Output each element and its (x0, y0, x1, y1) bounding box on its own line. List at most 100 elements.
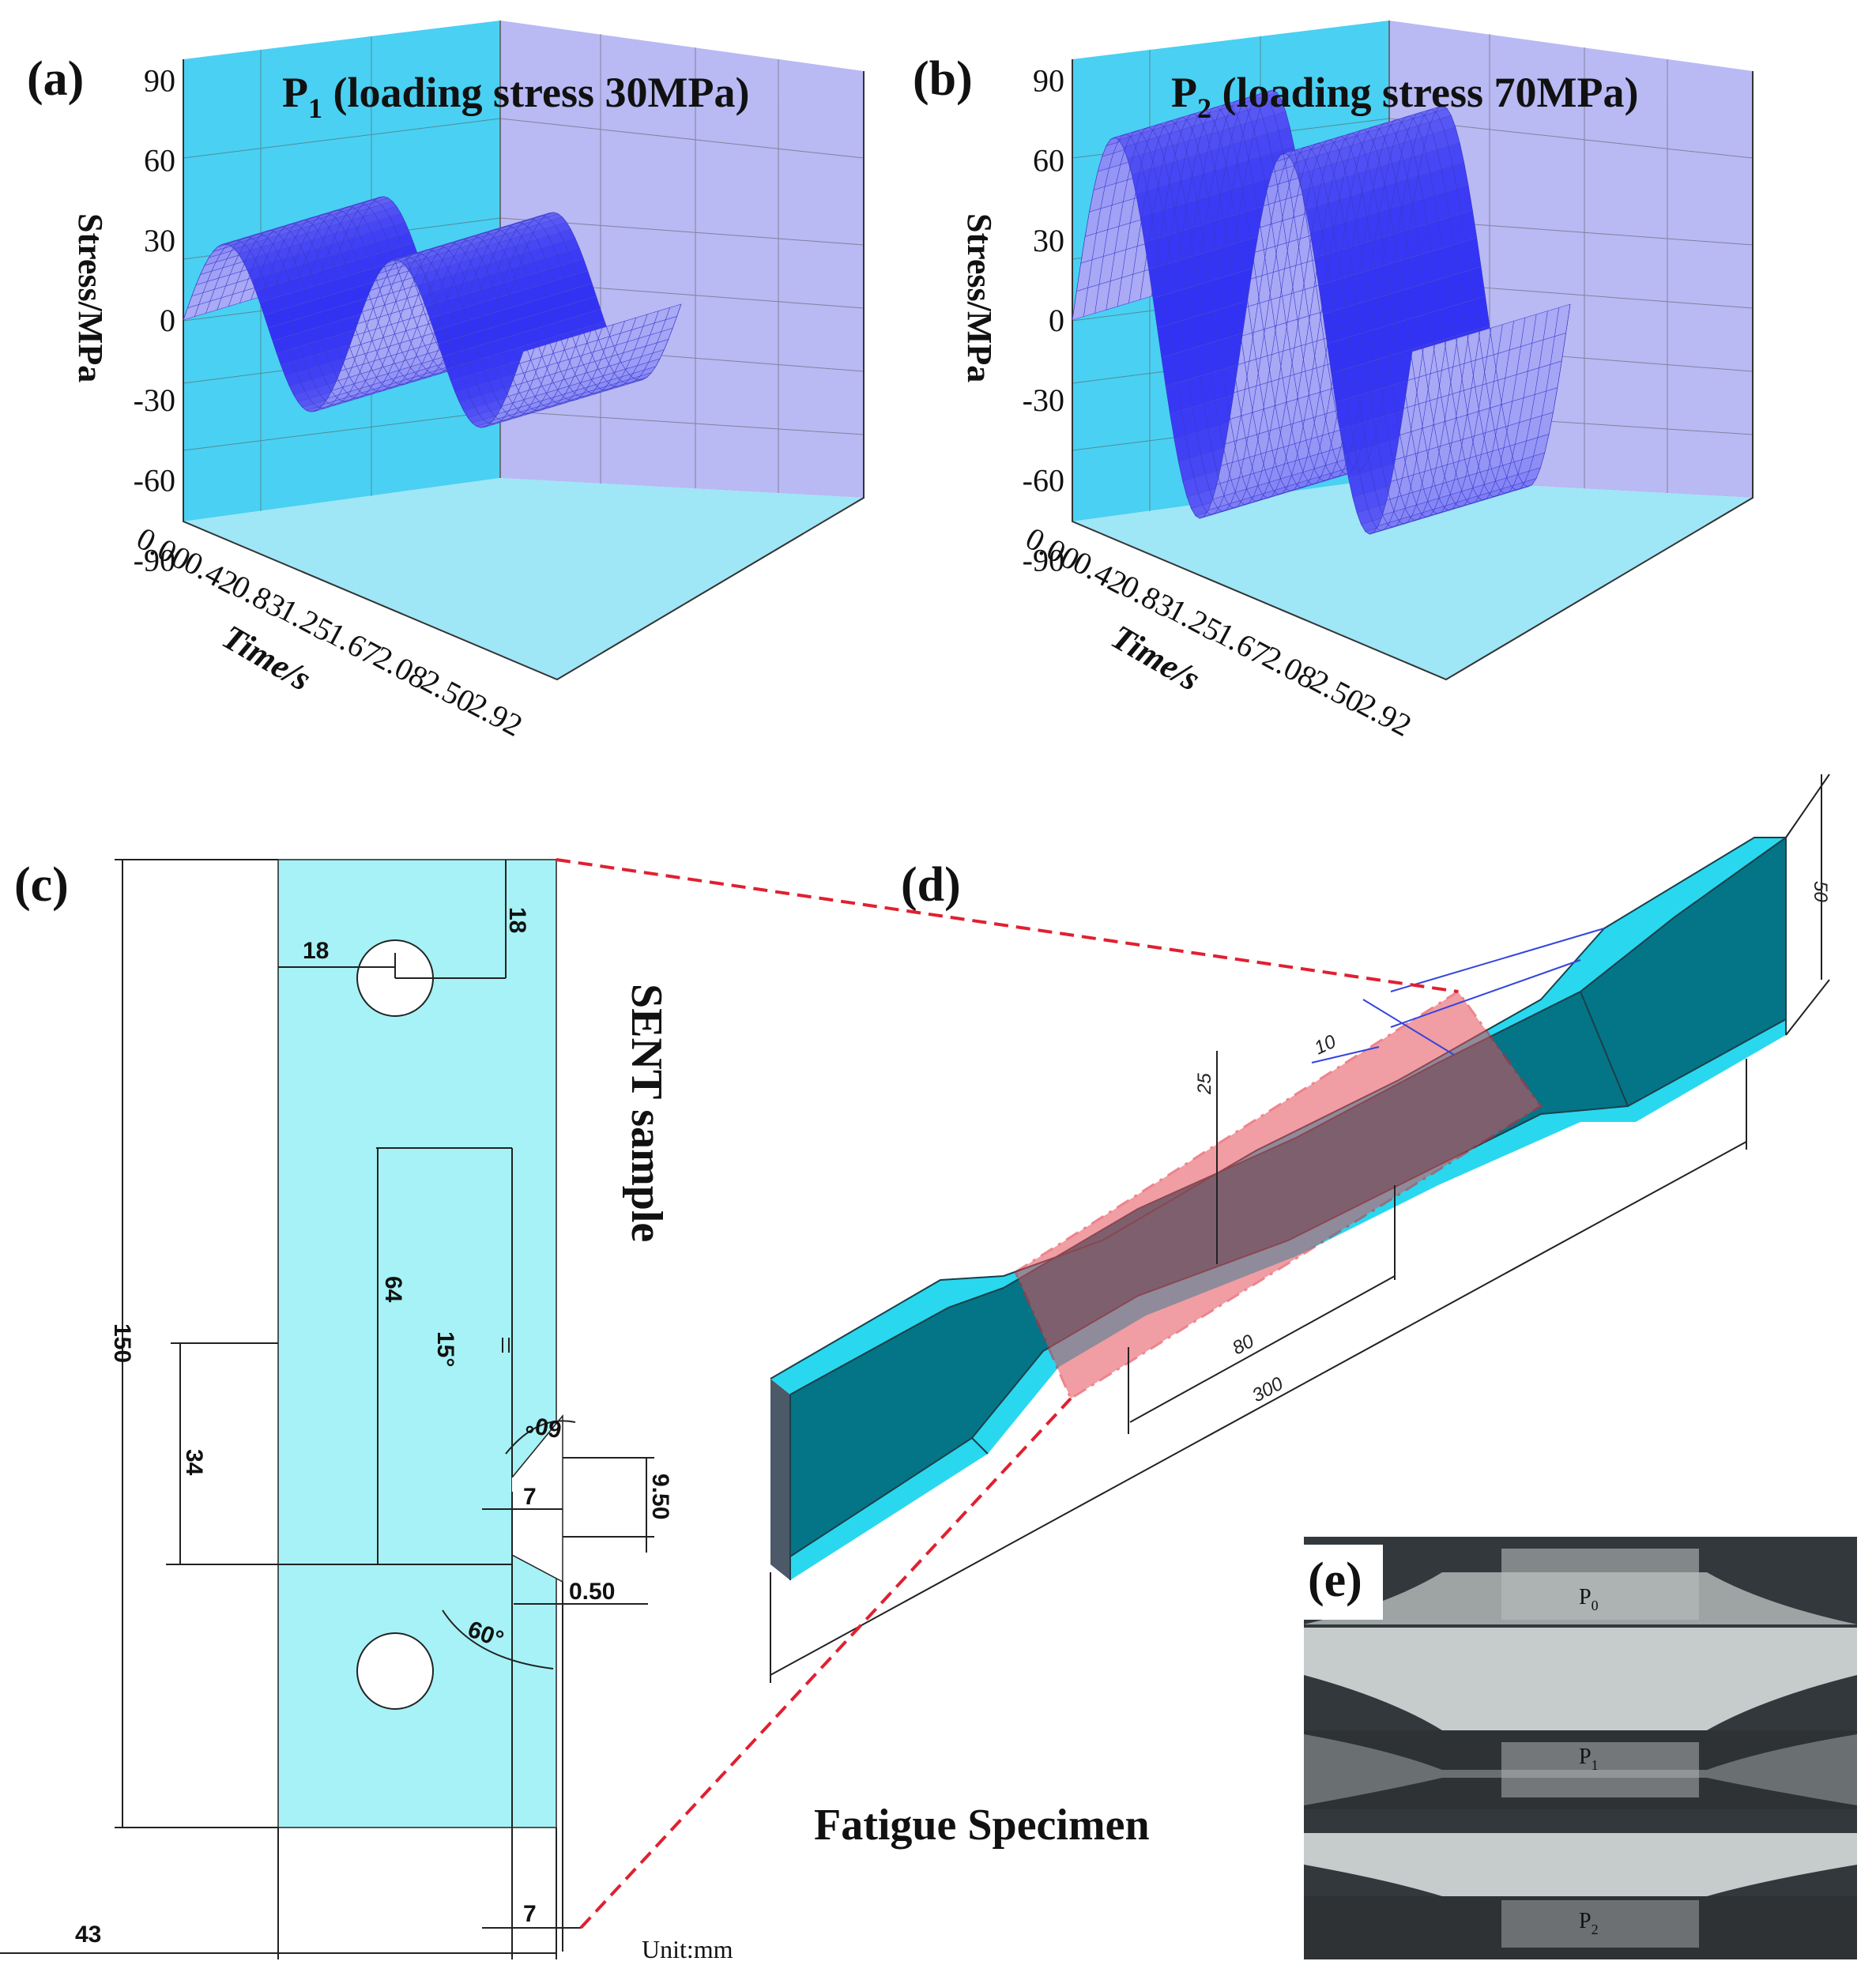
surface-gridline (205, 236, 546, 421)
dim-slot-angle: 15° (432, 1331, 458, 1367)
surface-gridline (1140, 116, 1481, 514)
z-tick-labels: 90 60 30 0 -30 -60 -90 (1023, 62, 1064, 578)
surface-gridline (1072, 137, 1413, 535)
surface-gridline (1094, 130, 1435, 528)
surface-gridline (341, 196, 682, 381)
floor (1072, 478, 1753, 679)
z-tick-label: 30 (144, 223, 175, 258)
dim-total-length-d: 300 (1249, 1372, 1287, 1406)
surface-gridline (1106, 126, 1447, 525)
specimen-top-face (770, 838, 1786, 1395)
surface-gridline (217, 233, 558, 418)
dim-notch-position: 34 (181, 1449, 207, 1476)
highlight-region (1014, 989, 1543, 1401)
specimen-bottom-edge (790, 1019, 1786, 1580)
panel-label-b: (b) (913, 52, 973, 106)
surface-gridline (239, 227, 580, 412)
surface-gridline (1230, 89, 1571, 487)
surface-gridline (262, 220, 603, 405)
surface-gridline (273, 216, 614, 401)
z-tick-label: -90 (134, 543, 175, 578)
panel-label-a: (a) (27, 52, 84, 106)
z-tick-label: 30 (1033, 223, 1064, 258)
panel-label-c: (c) (14, 858, 69, 912)
z-tick-label: -60 (1023, 462, 1064, 498)
dim-thickness: 10 (1311, 1030, 1339, 1059)
surface-gridline (1083, 134, 1424, 532)
surface-gridline (1196, 100, 1537, 498)
chart-title-b: P2 (loading stress 70MPa) (1171, 69, 1638, 124)
panel-label-e: (e) (1308, 1553, 1362, 1607)
photo-specimen-0 (1304, 1628, 1857, 1730)
wave-surface (183, 196, 682, 428)
surface-gridline (183, 243, 524, 428)
surface-gridline (1151, 113, 1492, 511)
photo-label-p1: P1 (1579, 1745, 1599, 1773)
photo-light-band-2 (1501, 1900, 1699, 1948)
panel-label-d: (d) (901, 858, 961, 912)
z-tick-label: 60 (144, 143, 175, 179)
specimen-photo: (e) P0 P1 P2 (1304, 1537, 1857, 1959)
z-tick-label: 0 (160, 303, 175, 338)
dim-gauge-length: 80 (1229, 1331, 1258, 1360)
dim-angle-top: 60° (524, 1410, 563, 1442)
dim-edge-bottom: 7 (523, 1901, 537, 1927)
photo-specimen-2 (1304, 1896, 1857, 1959)
photo-light-band-0 (1501, 1549, 1699, 1620)
surface-gridline (318, 203, 659, 388)
photo-label-p0: P0 (1579, 1585, 1599, 1613)
z-tick-label: 60 (1033, 143, 1064, 179)
z-tick-label: -30 (1023, 382, 1064, 418)
surface-gridline (1128, 120, 1469, 518)
surface-gridline (296, 209, 637, 394)
photo-label-p2: P2 (1579, 1909, 1599, 1937)
fatigue-specimen-drawing: (d) (770, 774, 1831, 1850)
dim-notch-tip: 0.50 (569, 1579, 615, 1605)
photo-gap-2 (1304, 1833, 1857, 1896)
z-tick-label: 0 (1049, 303, 1064, 338)
surface-gridline (330, 199, 670, 384)
surface-gridline (1207, 96, 1548, 495)
dim-width: 43 (75, 1922, 101, 1948)
thickness-leader (1311, 928, 1605, 1063)
z-tick-label: -90 (1023, 543, 1064, 578)
surface-gridline (251, 223, 591, 408)
chart-a: (a) P1 (loading stress 30MPa) Stress/MPa… (27, 21, 865, 743)
floor (183, 478, 864, 679)
chart-b: (b) P2 (loading stress 70MPa) Stress/MPa… (913, 21, 1754, 743)
dim-width-end: 50 (1810, 881, 1831, 902)
y-axis-title-b: Stress/MPa (960, 213, 999, 382)
surface-gridline (1185, 103, 1526, 501)
z-tick-label: 90 (1033, 62, 1064, 98)
dim-gauge: 64 (380, 1276, 406, 1303)
surface-gridline (194, 240, 535, 425)
surface-gridline (1173, 106, 1514, 504)
surface-gridline (228, 230, 569, 415)
specimen-end-left-side (770, 1379, 790, 1580)
dimension-lines-d (770, 774, 1830, 1683)
surface-gridline (284, 213, 625, 397)
chart-title-a: P1 (loading stress 30MPa) (282, 69, 749, 124)
lower-hole (356, 1632, 434, 1710)
dim-notch-depth: 7 (523, 1484, 537, 1510)
dim-hole-top: 18 (504, 907, 530, 933)
y-axis-title-a: Stress/MPa (71, 213, 110, 382)
surface-gridline (1117, 123, 1458, 521)
sent-drawing: (c) (0, 858, 733, 1963)
wave-surface (1072, 89, 1571, 535)
dim-total-length: 150 (109, 1323, 135, 1363)
notch-body (512, 1477, 556, 1555)
dimension-lines (0, 859, 654, 1959)
photo-label-box (1304, 1545, 1383, 1620)
unit-label: Unit:mm (642, 1935, 733, 1963)
zoom-connectors (556, 858, 1459, 1929)
axis-frame (183, 59, 865, 681)
z-tick-label: 90 (144, 62, 175, 98)
z-tick-label: -60 (134, 462, 175, 498)
dim-notch-gap: 9.50 (647, 1474, 673, 1519)
surface-gridline (1219, 92, 1560, 491)
sent-caption: SENT sample (622, 984, 671, 1242)
surface-gridline (1162, 110, 1503, 508)
